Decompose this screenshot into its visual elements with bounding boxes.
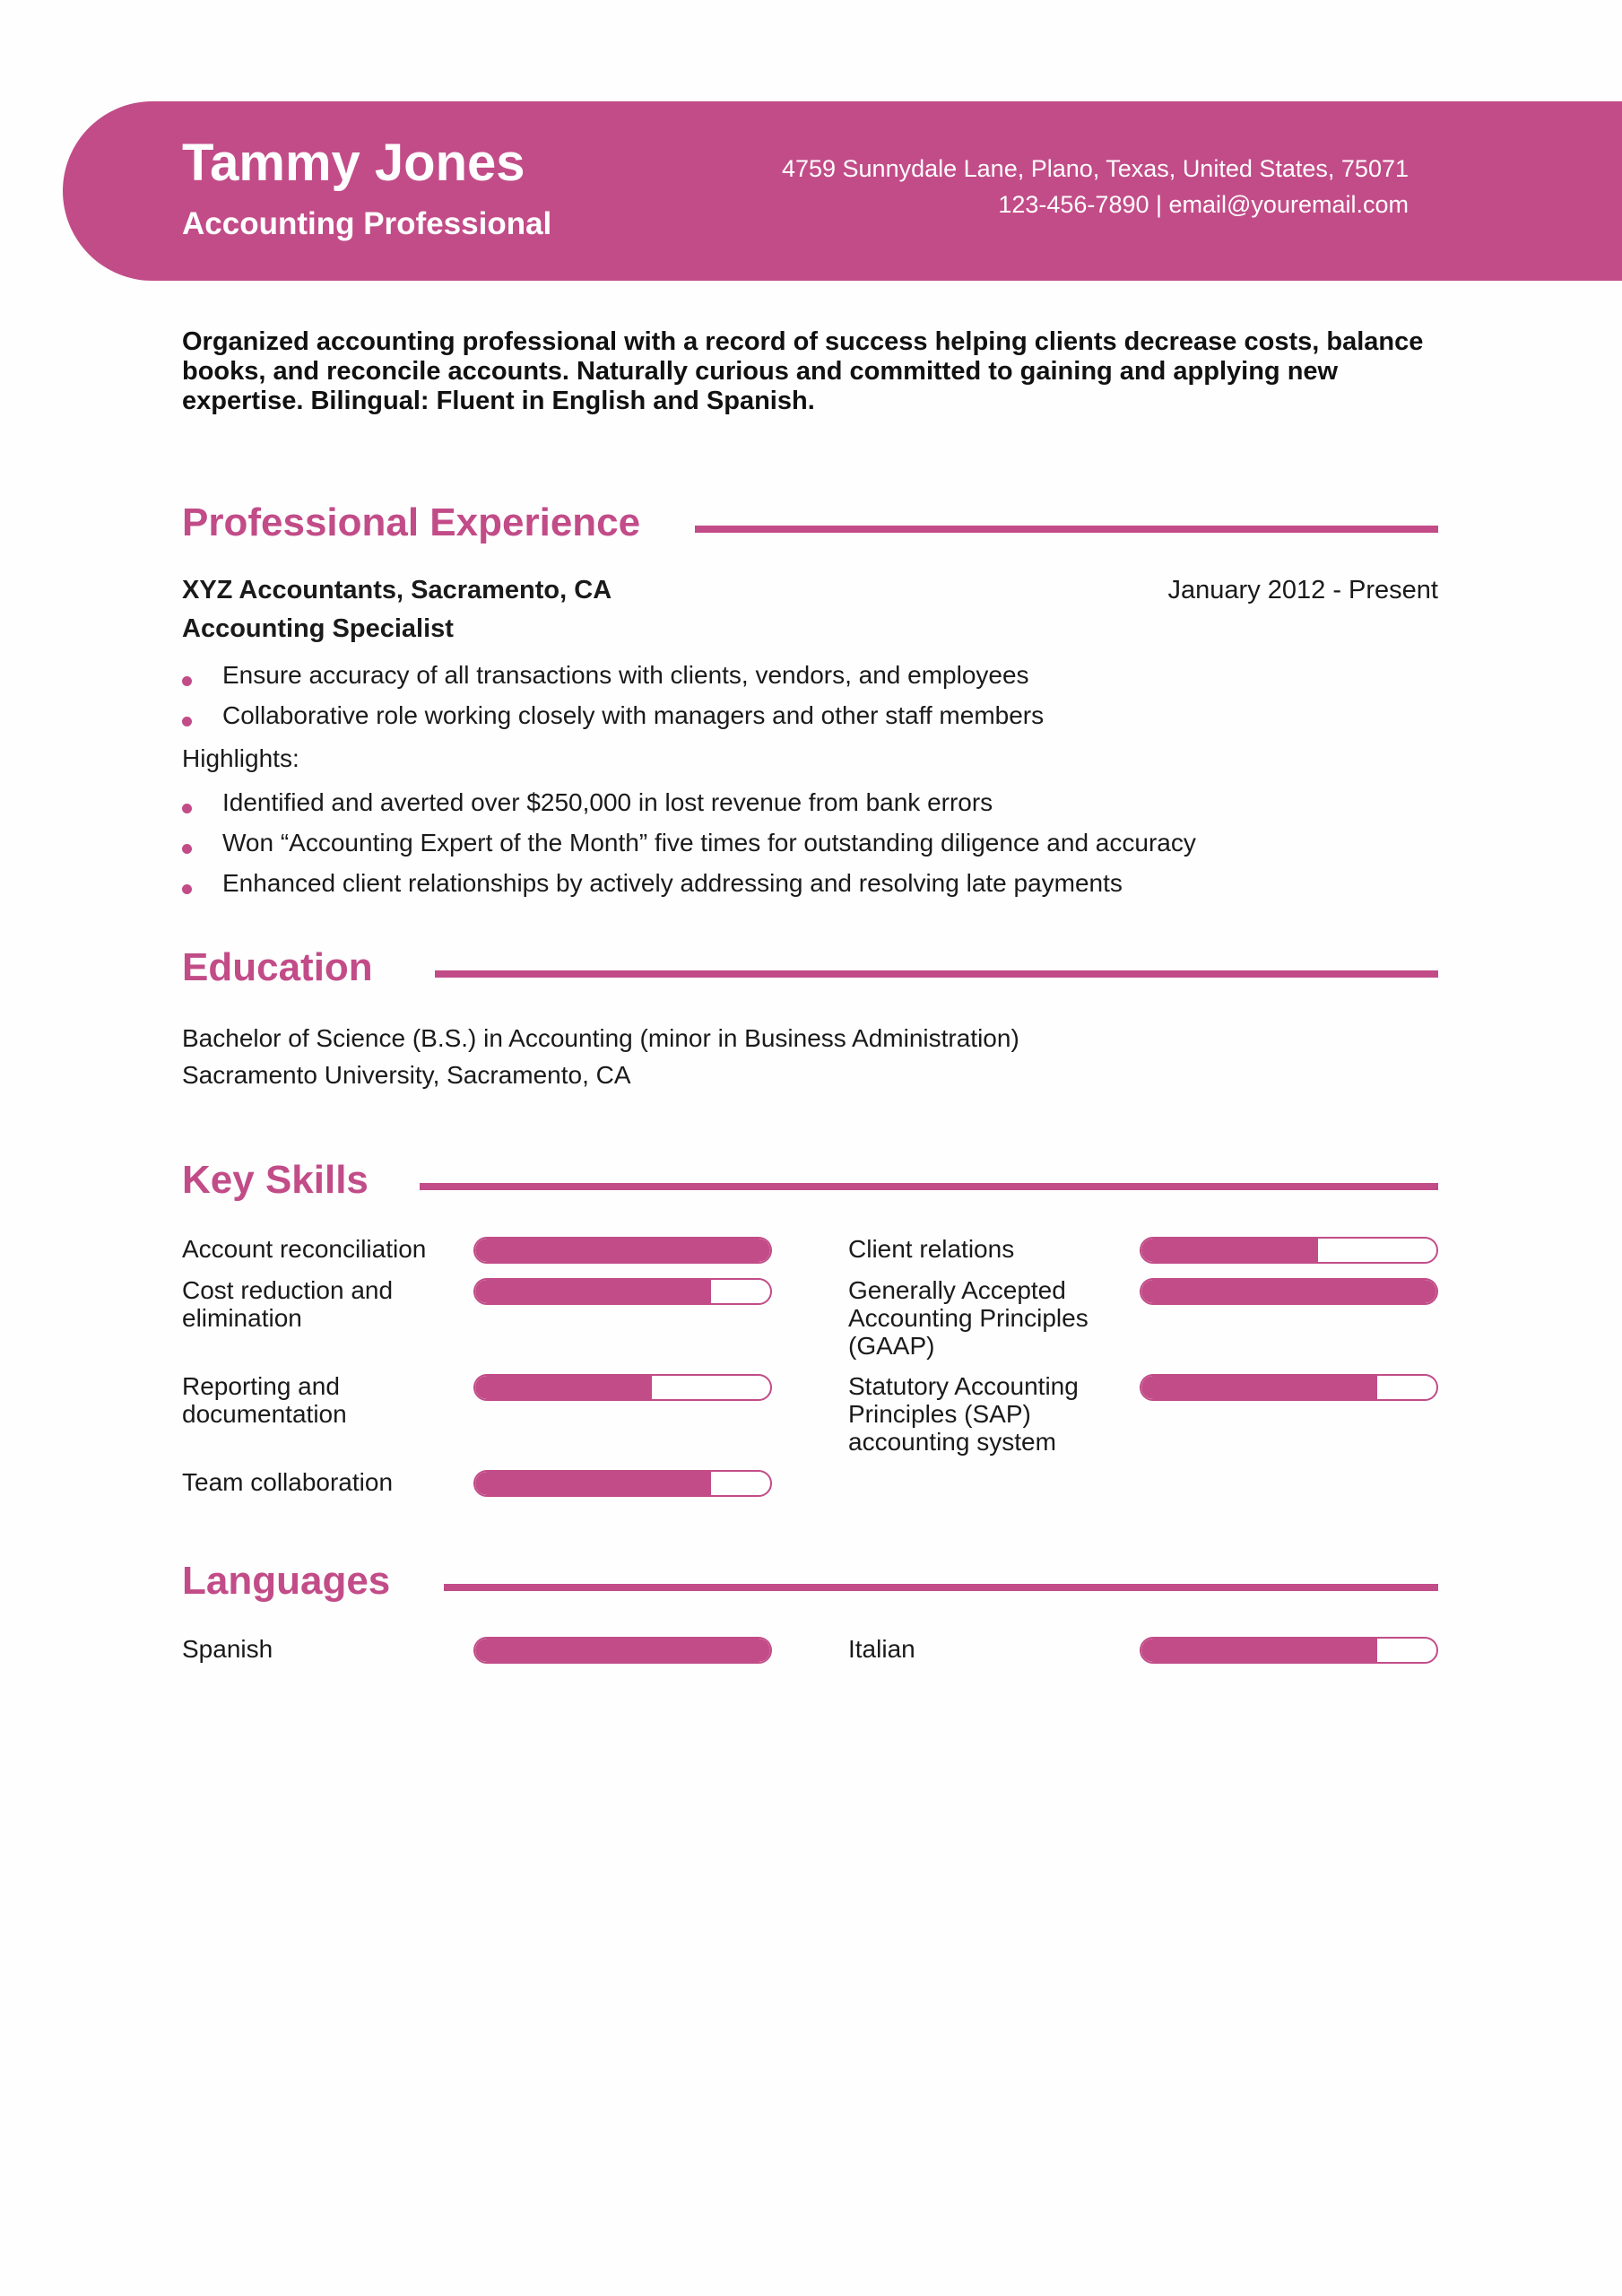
language-level-fill <box>1141 1639 1378 1662</box>
skills-rule <box>420 1183 1438 1190</box>
skill-name: Account reconciliation <box>182 1235 427 1263</box>
skill-level-fill <box>1141 1280 1436 1303</box>
skill-name: Reporting and documentation <box>182 1372 347 1428</box>
skill-level-fill <box>475 1472 712 1495</box>
job-position: Accounting Specialist <box>182 614 454 643</box>
education-rule <box>435 970 1438 978</box>
languages-heading: Languages <box>182 1559 391 1603</box>
skill-level-bar <box>1140 1374 1438 1401</box>
list-item: Collaborative role working closely with … <box>182 695 1044 735</box>
bullet-dot <box>182 804 192 813</box>
skill-level-fill <box>475 1376 653 1399</box>
duties-list: Ensure accuracy of all transactions with… <box>182 655 1044 735</box>
skill-name: Statutory Accounting Principles (SAP) ac… <box>848 1372 1079 1456</box>
address: 4759 Sunnydale Lane, Plano, Texas, Unite… <box>781 155 1409 182</box>
language-name: Spanish <box>182 1635 273 1663</box>
skill-name: Cost reduction and elimination <box>182 1276 394 1332</box>
skill-level-bar <box>1140 1278 1438 1305</box>
degree: Bachelor of Science (B.S.) in Accounting… <box>182 1024 1019 1052</box>
skill-level-fill <box>475 1239 770 1262</box>
skill-level-fill <box>1141 1239 1319 1262</box>
bullet-dot <box>182 717 192 726</box>
skill-level-bar <box>1140 1237 1438 1264</box>
candidate-role: Accounting Professional <box>182 206 552 241</box>
skill-level-bar <box>473 1237 772 1264</box>
skill-level-fill <box>1141 1376 1378 1399</box>
candidate-name: Tammy Jones <box>182 134 525 192</box>
skill-level-fill <box>475 1280 712 1303</box>
bullet-dot <box>182 676 192 686</box>
skill-level-bar <box>473 1278 772 1305</box>
phone-email: 123-456-7890 | email@youremail.com <box>998 191 1409 218</box>
summary: Organized accounting professional with a… <box>182 327 1424 415</box>
list-item: Won “Accounting Expert of the Month” fiv… <box>182 822 1196 863</box>
job-company: XYZ Accountants, Sacramento, CA <box>182 576 612 604</box>
highlights-list: Identified and averted over $250,000 in … <box>182 782 1196 903</box>
language-level-bar <box>1140 1637 1438 1664</box>
highlights-label: Highlights: <box>182 744 299 772</box>
education-heading: Education <box>182 945 373 989</box>
skill-name: Team collaboration <box>182 1468 394 1496</box>
school: Sacramento University, Sacramento, CA <box>182 1061 631 1089</box>
experience-rule <box>695 526 1438 533</box>
language-level-fill <box>475 1639 770 1662</box>
bullet-dot <box>182 844 192 854</box>
header-banner <box>63 101 1622 281</box>
language-level-bar <box>473 1637 772 1664</box>
list-item: Ensure accuracy of all transactions with… <box>182 655 1044 695</box>
skill-name: Generally Accepted Accounting Principles… <box>848 1276 1089 1360</box>
skill-name: Client relations <box>848 1235 1015 1263</box>
experience-heading: Professional Experience <box>182 500 641 544</box>
skills-heading: Key Skills <box>182 1158 369 1202</box>
list-item: Identified and averted over $250,000 in … <box>182 782 1196 822</box>
languages-rule <box>444 1584 1438 1591</box>
bullet-dot <box>182 884 192 894</box>
language-name: Italian <box>848 1635 915 1663</box>
job-dates: January 2012 - Present <box>1167 576 1438 604</box>
skill-level-bar <box>473 1374 772 1401</box>
education-details: Bachelor of Science (B.S.) in Accounting… <box>182 1020 1019 1093</box>
skill-level-bar <box>473 1470 772 1497</box>
list-item: Enhanced client relationships by activel… <box>182 863 1196 903</box>
contact-info: 4759 Sunnydale Lane, Plano, Texas, Unite… <box>782 151 1409 222</box>
